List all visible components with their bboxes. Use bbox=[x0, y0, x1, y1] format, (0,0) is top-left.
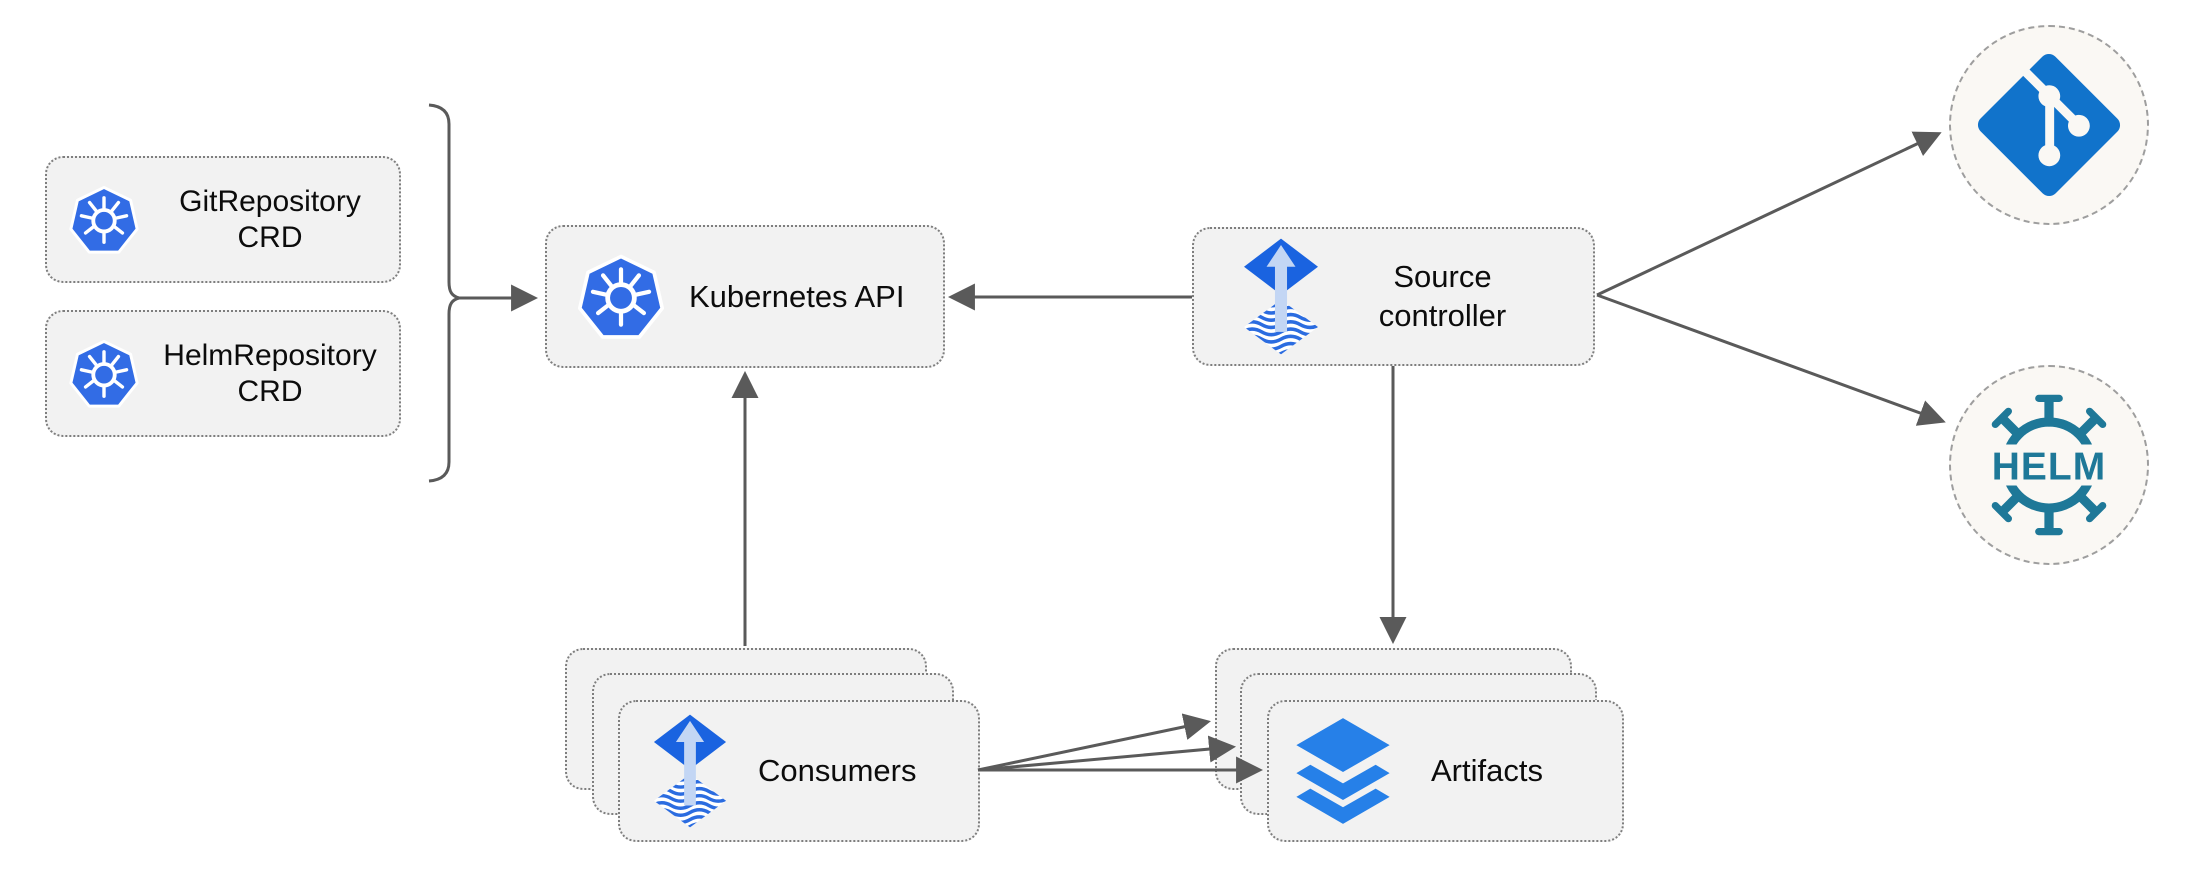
node-git-repository-crd: GitRepository CRD bbox=[45, 156, 401, 283]
helm-logo-text: HELM bbox=[1992, 445, 2106, 488]
node-kubernetes-api: Kubernetes API bbox=[545, 225, 945, 368]
node-label: Consumers bbox=[758, 753, 917, 789]
edge-consumers-to-artifacts-2 bbox=[977, 735, 1237, 772]
node-source-controller: Source controller bbox=[1192, 227, 1595, 366]
kubernetes-icon bbox=[575, 251, 667, 343]
kubernetes-icon bbox=[68, 339, 140, 408]
consumers-stack-layer-front: Consumers bbox=[618, 700, 980, 842]
edge-consumers-to-artifacts-1 bbox=[977, 713, 1211, 772]
node-label: GitRepository CRD bbox=[179, 184, 361, 254]
artifacts-stack-layer-front: Artifacts bbox=[1267, 700, 1624, 842]
flux-icon bbox=[1240, 237, 1322, 356]
flux-icon bbox=[650, 713, 730, 829]
layers-icon bbox=[1296, 718, 1390, 824]
node-git-remote bbox=[1949, 25, 2149, 225]
node-label: Artifacts bbox=[1431, 753, 1543, 789]
edge-source-controller-to-git-remote bbox=[1596, 131, 1942, 297]
node-helm-remote: HELM bbox=[1949, 365, 2149, 565]
node-label: HelmRepository CRD bbox=[163, 338, 377, 408]
edge-source-controller-to-helm-remote bbox=[1596, 293, 1946, 426]
crd-group-brace bbox=[428, 103, 465, 483]
helm-icon: HELM bbox=[1979, 394, 2119, 536]
kubernetes-icon bbox=[68, 185, 140, 254]
node-helm-repository-crd: HelmRepository CRD bbox=[45, 310, 401, 437]
node-label: Source controller bbox=[1378, 258, 1507, 333]
git-icon bbox=[1977, 53, 2121, 197]
node-label: Kubernetes API bbox=[689, 278, 905, 314]
